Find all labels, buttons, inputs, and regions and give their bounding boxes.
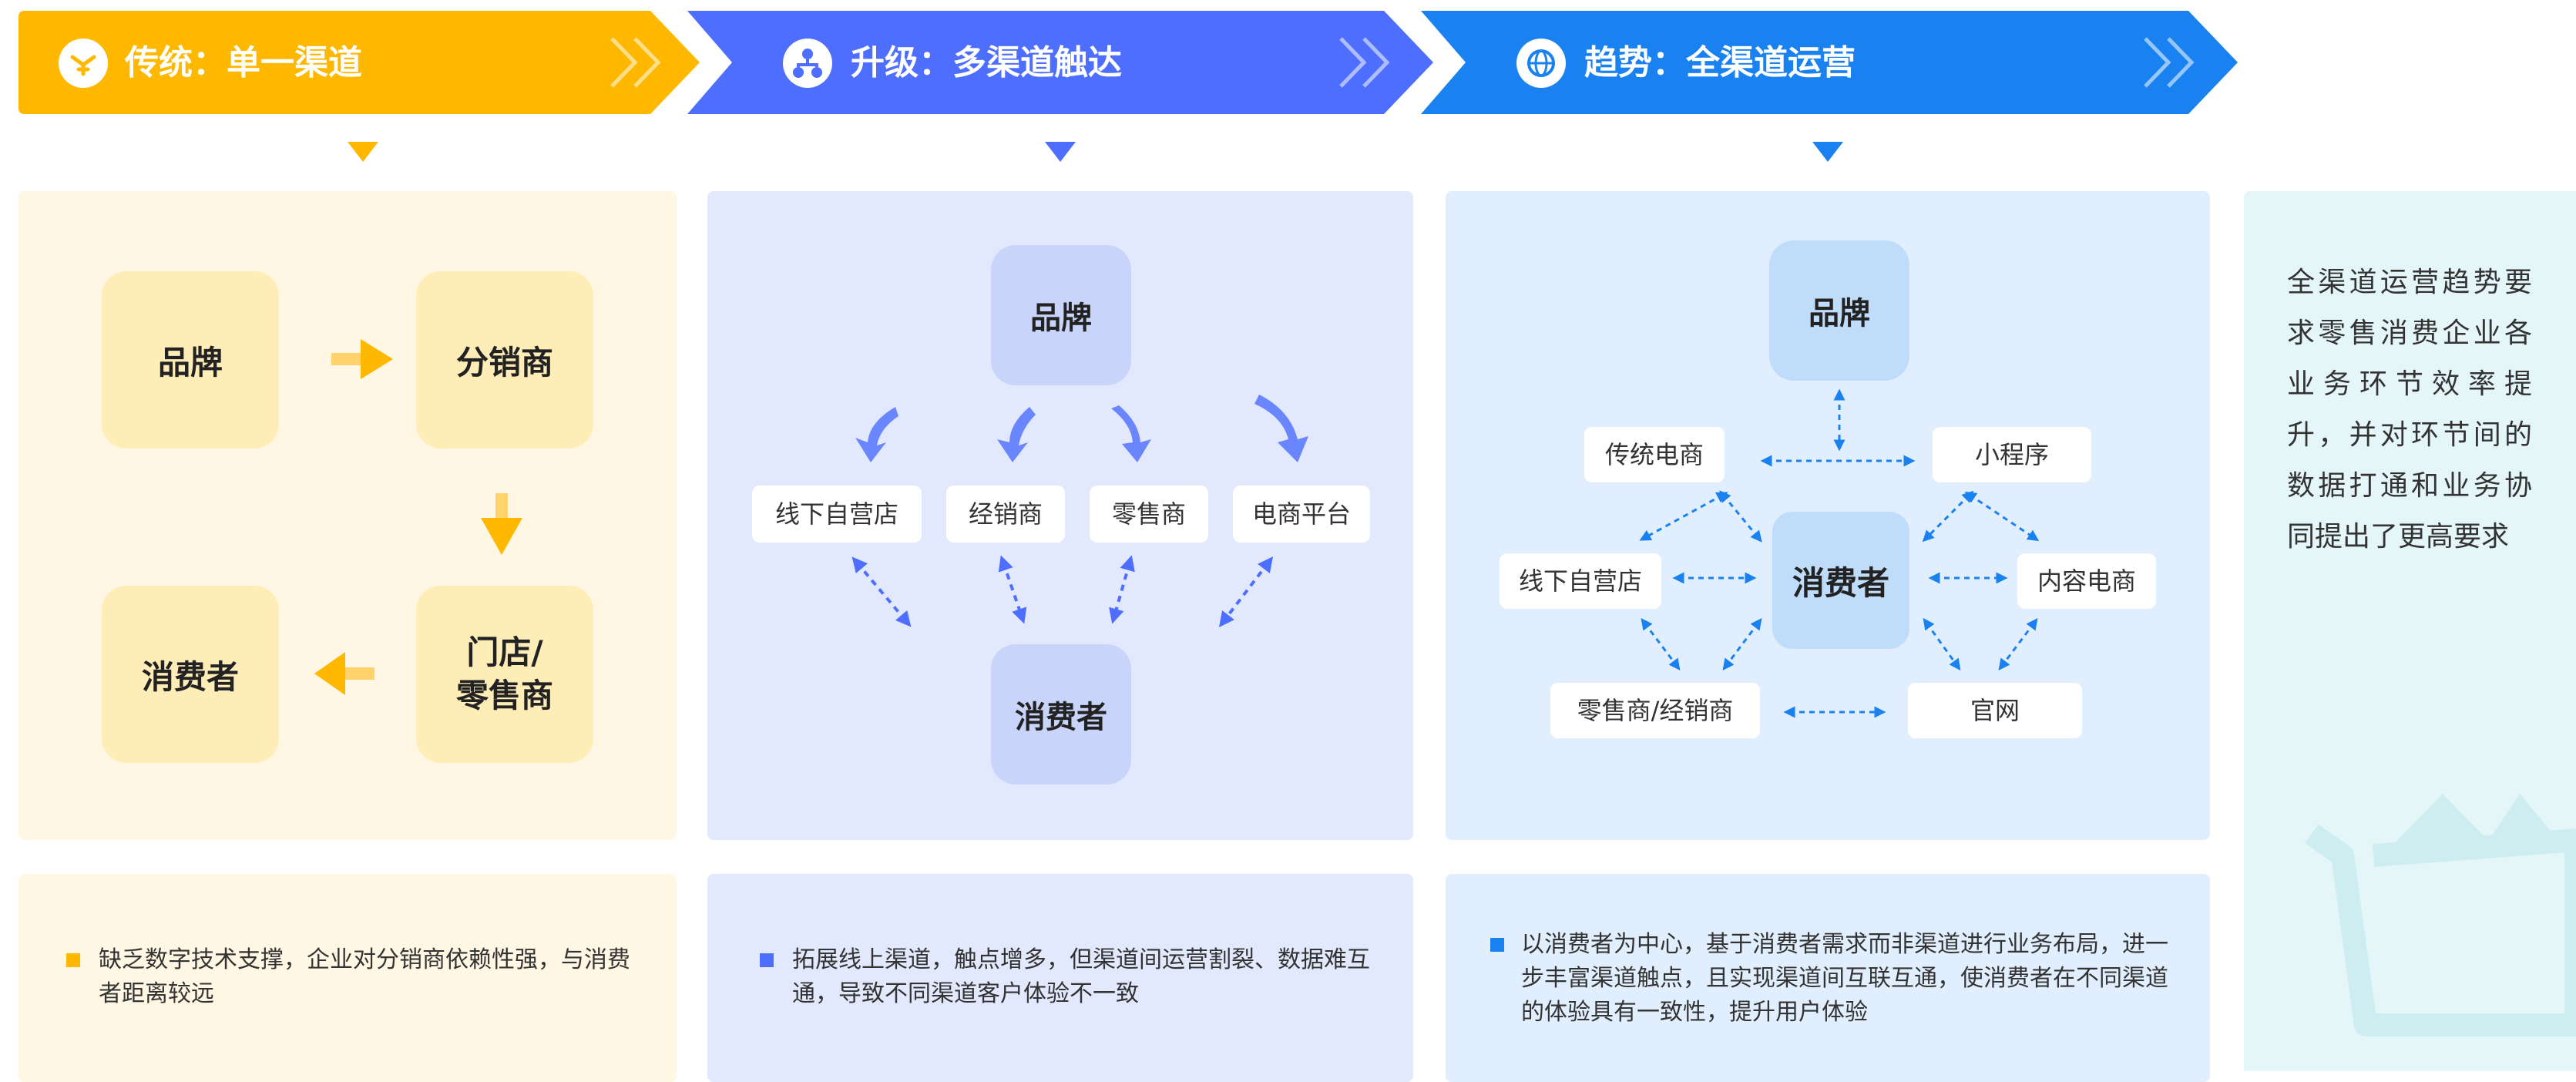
traditional-note-panel (18, 874, 677, 1082)
stage-banner-traditional: 传统：单一渠道 (18, 11, 700, 114)
stage-title: 升级：多渠道触达 (851, 43, 1122, 82)
bullet-icon (1490, 938, 1504, 952)
distributor-node: 分销商 (416, 271, 593, 449)
brand-node: 品牌 (1769, 240, 1909, 381)
brand-node: 品牌 (102, 271, 279, 449)
down-arrow-icon (348, 142, 378, 162)
brand-label: 品牌 (1809, 296, 1870, 331)
stage-banner-upgrade: 升级：多渠道触达 (687, 11, 1433, 114)
upgrade-note-panel (707, 874, 1413, 1082)
brand-node: 品牌 (991, 245, 1131, 385)
stage-title: 趋势：全渠道运营 (1584, 43, 1856, 82)
channel-pill: 官网 (1908, 683, 2082, 738)
channel-pill: 线下自营店 (752, 486, 922, 543)
consumer-node: 消费者 (1772, 512, 1909, 649)
store-label-line2: 零售商 (455, 677, 553, 714)
channel-icon (59, 39, 108, 88)
consumer-node: 消费者 (102, 586, 279, 763)
down-arrow-icon (1045, 142, 1076, 162)
stage-title: 传统：单一渠道 (125, 43, 362, 82)
trend-note-panel (1446, 874, 2210, 1082)
globe-icon (1516, 39, 1566, 88)
summary-text: 全渠道运营趋势要求零售消费企业各业务环节效率提升，并对环节间的数据打通和业务协同… (2287, 267, 2532, 553)
consumer-label: 消费者 (1792, 563, 1889, 602)
traditional-note: 缺乏数字技术支撑，企业对分销商依赖性强，与消费者距离较远 (99, 946, 630, 1007)
channel-pill: 线下自营店 (1500, 553, 1661, 609)
consumer-node: 消费者 (991, 644, 1131, 785)
channel-pill: 电商平台 (1233, 486, 1370, 543)
store-label-line1: 门店/ (466, 633, 543, 671)
brand-label: 品牌 (157, 343, 223, 381)
channel-pill: 零售商/经销商 (1550, 683, 1760, 738)
channel-pill: 经销商 (946, 486, 1065, 543)
down-arrow-icon (1812, 142, 1843, 162)
brand-label: 品牌 (1030, 301, 1092, 336)
channel-pill: 内容电商 (2017, 553, 2156, 609)
channel-pill: 小程序 (1933, 427, 2091, 482)
stage-banner-trend: 趋势：全渠道运营 (1421, 11, 2238, 114)
channel-pill: 零售商 (1090, 486, 1208, 543)
consumer-label: 消费者 (1015, 700, 1107, 735)
distributor-label: 分销商 (455, 343, 553, 381)
upgrade-note: 拓展线上渠道，触点增多，但渠道间运营割裂、数据难互通，导致不同渠道客户体验不一致 (792, 946, 1370, 1007)
bullet-icon (760, 953, 774, 967)
network-icon (783, 39, 832, 88)
channel-pill: 传统电商 (1584, 427, 1725, 482)
bullet-icon (66, 953, 80, 967)
store-node: 门店/ 零售商 (416, 586, 593, 763)
consumer-label: 消费者 (141, 657, 239, 696)
trend-note: 以消费者为中心，基于消费者需求而非渠道进行业务布局，进一步丰富渠道触点，且实现渠… (1521, 931, 2168, 1026)
